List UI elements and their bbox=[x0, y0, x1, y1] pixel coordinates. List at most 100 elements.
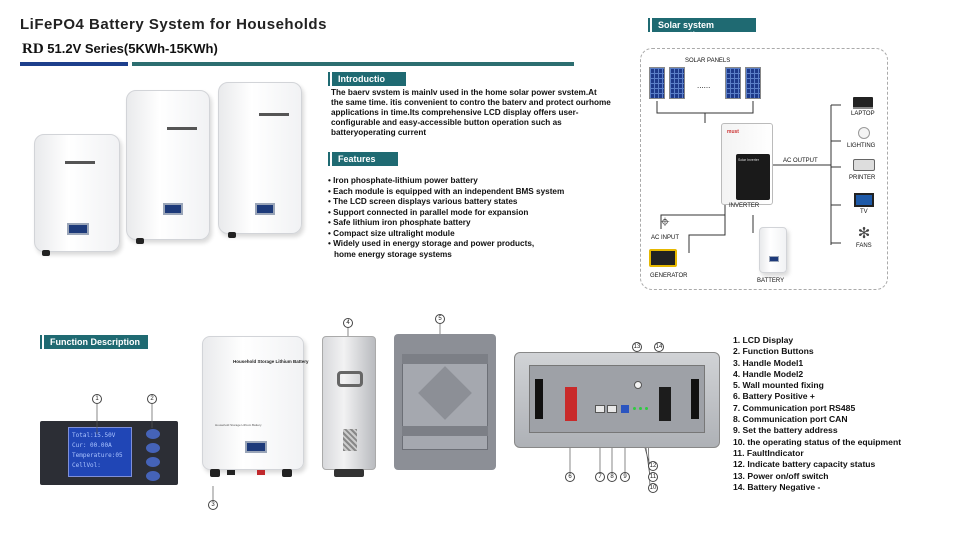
battery-front-foot-right bbox=[282, 469, 292, 477]
solar-panels-dots: ...... bbox=[697, 81, 711, 90]
battery-label: BATTERY bbox=[757, 278, 785, 284]
status-led-run bbox=[633, 407, 636, 410]
function-heading: Function Description bbox=[40, 335, 148, 349]
battery-front-foot-left bbox=[210, 469, 220, 477]
function-item: 6. Battery Positive + bbox=[733, 391, 815, 402]
function-item: 10. the operating status of the equipmen… bbox=[733, 436, 902, 447]
function-item: 8. Communication port CAN bbox=[733, 414, 848, 425]
lightbulb-icon bbox=[858, 127, 870, 139]
battery-lcd-icon bbox=[255, 203, 275, 215]
solar-panels-label: SOLAR PANELS bbox=[685, 58, 731, 64]
feature-item: Widely used in energy storage and power … bbox=[328, 239, 618, 250]
battery-image-medium bbox=[126, 90, 210, 240]
function-button[interactable] bbox=[146, 457, 160, 467]
callout-6: 6 bbox=[565, 472, 575, 482]
subtitle-rest: 51.2V Series(5KWh-15KWh) bbox=[43, 41, 218, 56]
handle-model-2 bbox=[337, 371, 363, 387]
callout-11: 11 bbox=[648, 472, 658, 482]
ac-input-label: AC INPUT bbox=[651, 235, 680, 241]
function-item: 3. Handle Model1 bbox=[733, 357, 804, 368]
function-button[interactable] bbox=[146, 471, 160, 481]
handle-slot-right bbox=[691, 379, 699, 419]
inverter-screen-label: Solar Inverter bbox=[738, 158, 760, 162]
battery-negative-terminal bbox=[659, 387, 671, 421]
battery-side-view bbox=[322, 336, 376, 470]
battery-foot bbox=[42, 250, 50, 256]
tv-label: TV bbox=[860, 209, 868, 215]
transmission-tower-icon: ⌖ bbox=[660, 214, 670, 231]
callout-1: 1 bbox=[92, 394, 102, 404]
function-item: 7. Communication port RS485 bbox=[733, 402, 856, 413]
callout-13: 13 bbox=[632, 342, 642, 352]
feature-item: Iron phosphate-lithium power battery bbox=[328, 176, 618, 187]
battery-label-strip bbox=[65, 161, 95, 164]
function-item: 1. LCD Display bbox=[733, 335, 794, 345]
battery-lcd-icon bbox=[163, 203, 183, 215]
feature-item: Compact size ultralight module bbox=[328, 229, 618, 240]
callout-8: 8 bbox=[607, 472, 617, 482]
fans-label: FANS bbox=[856, 243, 872, 249]
callout-10: 10 bbox=[648, 483, 658, 493]
feature-item-continuation: home energy storage systems bbox=[334, 249, 452, 259]
battery-label-strip bbox=[167, 127, 197, 130]
lighting-label: LIGHTING bbox=[847, 143, 876, 149]
inverter-label: INVERTER bbox=[729, 203, 760, 209]
function-button[interactable] bbox=[146, 429, 160, 439]
handle-slot-left bbox=[535, 379, 543, 419]
wall-mount-bar bbox=[402, 354, 488, 364]
page-subtitle: RD 51.2V Series(5KWh-15KWh) bbox=[22, 41, 218, 58]
solar-panel-icon bbox=[725, 67, 741, 99]
printer-icon bbox=[853, 159, 875, 171]
power-switch[interactable] bbox=[634, 381, 642, 389]
callout-9: 9 bbox=[620, 472, 630, 482]
ac-output-label: AC OUTPUT bbox=[783, 158, 818, 164]
top-panel-plate bbox=[529, 365, 705, 433]
battery-lcd-icon bbox=[67, 223, 89, 235]
wiring-lines bbox=[656, 101, 841, 253]
battery-back-view bbox=[394, 334, 496, 470]
title-underline-blue bbox=[20, 62, 128, 66]
function-item: 13. Power on/off switch bbox=[733, 470, 829, 481]
solar-panel-icon bbox=[669, 67, 685, 99]
laptop-icon bbox=[853, 97, 873, 109]
intro-text: The baerv svstem is mainlv used in the h… bbox=[331, 88, 611, 137]
function-item: 2. Function Buttons bbox=[733, 346, 814, 357]
callout-7: 7 bbox=[595, 472, 605, 482]
printer-label: PRINTER bbox=[849, 175, 876, 181]
rs485-port bbox=[595, 405, 605, 413]
inverter-image: must Solar Inverter bbox=[721, 123, 773, 205]
status-led-fault bbox=[639, 407, 642, 410]
feature-item: Each module is equipped with an independ… bbox=[328, 187, 618, 198]
function-item: 12. Indicate battery capacity status bbox=[733, 459, 876, 470]
side-vent bbox=[343, 429, 357, 451]
battery-foot bbox=[228, 232, 236, 238]
battery-icon bbox=[759, 227, 787, 273]
battery-label-strip bbox=[259, 113, 289, 116]
address-switch[interactable] bbox=[621, 405, 629, 413]
battery-front-label-small: Household Storage Lithium Battery bbox=[215, 423, 262, 427]
title-underline-teal bbox=[132, 62, 574, 66]
lcd-line-temperature: Temperature:05 bbox=[72, 452, 123, 459]
battery-front-view: Household Storage Lithium Battery Househ… bbox=[202, 336, 309, 470]
side-view-foot bbox=[334, 469, 364, 477]
laptop-label: LAPTOP bbox=[851, 111, 875, 117]
callout-12: 12 bbox=[648, 461, 658, 471]
battery-front-lcd bbox=[245, 441, 267, 453]
function-item: 11. FaultIndicator bbox=[733, 447, 804, 458]
battery-image-large bbox=[218, 82, 302, 234]
page-title: LiFePO4 Battery System for Households bbox=[20, 16, 327, 33]
can-port bbox=[607, 405, 617, 413]
fan-icon: ✻ bbox=[857, 225, 871, 242]
feature-item: Safe lithium iron phosphate battery bbox=[328, 218, 618, 229]
solar-diagram: SOLAR PANELS ...... must Solar Inverter … bbox=[640, 48, 888, 290]
function-button[interactable] bbox=[146, 443, 160, 453]
battery-lcd-icon bbox=[769, 256, 779, 262]
subtitle-prefix: RD bbox=[22, 41, 44, 57]
solar-panel-icon bbox=[745, 67, 761, 99]
callout-4: 4 bbox=[343, 318, 353, 328]
function-item: 14. Battery Negative - bbox=[733, 481, 821, 492]
features-heading: Features bbox=[328, 152, 398, 166]
callout-3: 3 bbox=[208, 500, 218, 510]
callout-14: 14 bbox=[654, 342, 664, 352]
lcd-line-total: Total:15.50V bbox=[72, 432, 116, 439]
